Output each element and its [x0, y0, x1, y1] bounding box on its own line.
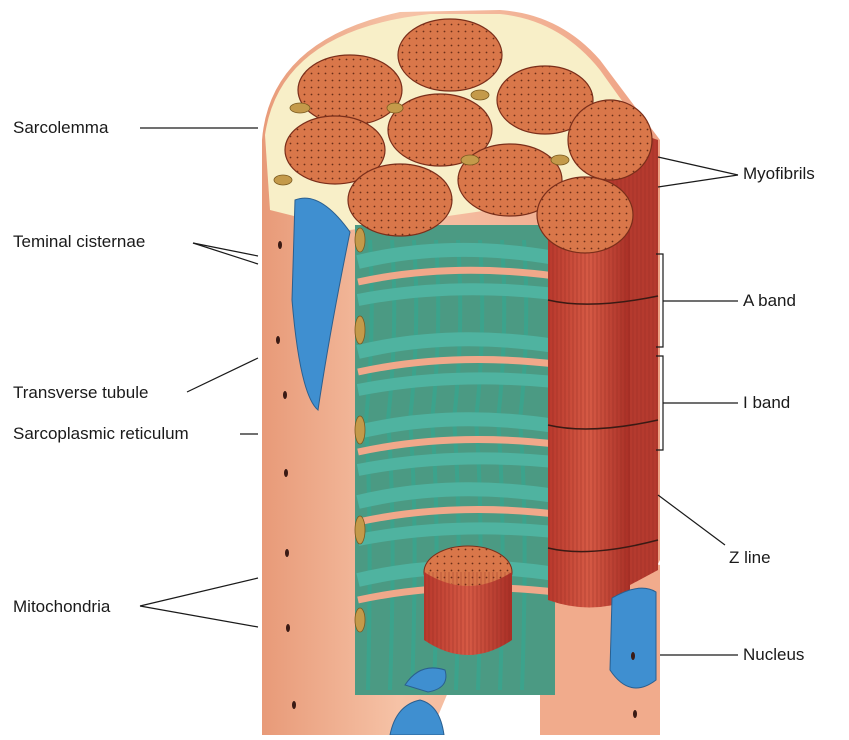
- label-terminal-cisternae: Teminal cisternae: [13, 232, 145, 252]
- label-myofibrils: Myofibrils: [743, 164, 815, 184]
- label-nucleus: Nucleus: [743, 645, 804, 665]
- label-transverse-tubule: Transverse tubule: [13, 383, 148, 403]
- label-a-band: A band: [743, 291, 796, 311]
- label-sarcoplasmic-reticulum: Sarcoplasmic reticulum: [13, 424, 189, 444]
- label-z-line: Z line: [729, 548, 771, 568]
- label-i-band: I band: [743, 393, 790, 413]
- label-sarcolemma: Sarcolemma: [13, 118, 108, 138]
- label-mitochondria: Mitochondria: [13, 597, 110, 617]
